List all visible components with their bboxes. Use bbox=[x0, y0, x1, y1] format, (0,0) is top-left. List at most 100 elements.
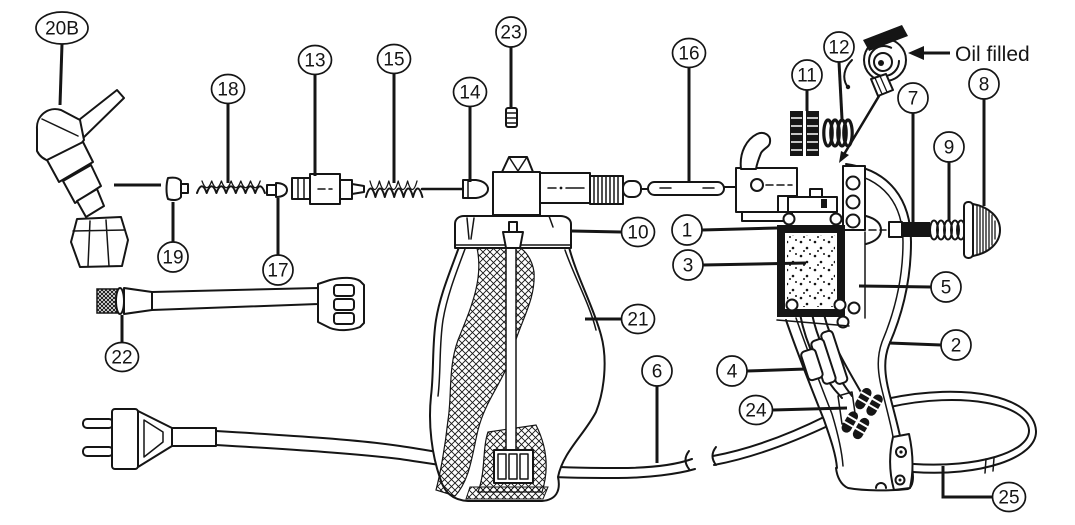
callout-bubble-1 bbox=[671, 214, 703, 246]
callout-bubble-7 bbox=[897, 82, 929, 114]
callout-number-16: 16 bbox=[678, 44, 699, 65]
callout-bubble-13 bbox=[297, 44, 333, 76]
adjuster-shaft bbox=[902, 222, 930, 237]
callout-leader-1 bbox=[701, 226, 778, 232]
callout-number-17: 17 bbox=[267, 261, 288, 282]
callout-bubble-9 bbox=[933, 131, 965, 163]
callout-number-10: 10 bbox=[627, 223, 648, 244]
filter-box bbox=[493, 449, 534, 484]
callout-leader-10 bbox=[571, 229, 622, 234]
callout-22: 22 bbox=[104, 315, 140, 373]
callout-19: 19 bbox=[157, 202, 189, 273]
callout-leader-12 bbox=[837, 61, 844, 120]
solenoid-coil bbox=[787, 235, 835, 307]
suction-tube bbox=[505, 247, 517, 451]
callout-bubble-22 bbox=[104, 341, 140, 373]
callout-bubble-4 bbox=[716, 355, 748, 387]
needle-valve-row bbox=[114, 176, 288, 202]
callout-12: 12 bbox=[823, 31, 855, 120]
callout-bubble-21 bbox=[620, 303, 656, 335]
callout-2: 2 bbox=[888, 329, 972, 361]
power-plug-and-cord bbox=[82, 408, 833, 479]
callout-bubble-19 bbox=[157, 241, 189, 273]
handle-front bbox=[785, 319, 838, 469]
needle-14 bbox=[420, 179, 489, 199]
callout-bubble-8 bbox=[968, 68, 1000, 100]
callout-10: 10 bbox=[571, 216, 656, 248]
callout-7: 7 bbox=[897, 82, 929, 222]
callout-number-2: 2 bbox=[951, 336, 962, 357]
valve-cap bbox=[165, 176, 182, 202]
callout-21: 21 bbox=[585, 303, 656, 335]
callout-number-12: 12 bbox=[828, 38, 849, 59]
callout-number-22: 22 bbox=[111, 348, 132, 369]
outer-shell bbox=[845, 163, 912, 465]
set-screw-23 bbox=[505, 107, 518, 128]
callout-15: 15 bbox=[376, 43, 412, 183]
return-spring-15 bbox=[365, 180, 424, 198]
hang-loop bbox=[885, 390, 1038, 474]
callout-13: 13 bbox=[297, 44, 333, 176]
pump-body bbox=[492, 156, 642, 216]
callout-number-4: 4 bbox=[727, 362, 738, 383]
callout-number-8: 8 bbox=[979, 75, 990, 96]
callout-bubble-17 bbox=[262, 254, 294, 286]
rear-strip bbox=[889, 433, 914, 491]
callout-number-5: 5 bbox=[941, 278, 952, 299]
callout-number-23: 23 bbox=[500, 23, 521, 44]
paint-container bbox=[429, 246, 606, 502]
callout-number-19: 19 bbox=[162, 248, 183, 269]
spray-head-20b bbox=[35, 89, 129, 268]
callout-bubble-16 bbox=[671, 37, 707, 69]
callout-14: 14 bbox=[452, 76, 488, 182]
valve-plug bbox=[266, 184, 277, 196]
callout-9: 9 bbox=[933, 131, 965, 221]
wire-connectors bbox=[841, 388, 883, 440]
callout-leader-4 bbox=[746, 367, 807, 373]
trigger-hook bbox=[739, 132, 772, 170]
callout-number-11: 11 bbox=[797, 66, 817, 87]
callout-number-9: 9 bbox=[944, 138, 955, 159]
switch-knob bbox=[800, 329, 849, 385]
callout-3: 3 bbox=[672, 249, 807, 281]
callout-bubble-24 bbox=[738, 394, 774, 426]
callout-5: 5 bbox=[858, 271, 962, 303]
callout-bubble-3 bbox=[672, 249, 704, 281]
callout-number-15: 15 bbox=[383, 50, 404, 71]
callout-17: 17 bbox=[262, 198, 294, 286]
valve-body-13 bbox=[291, 173, 365, 205]
callout-bubble-25 bbox=[991, 481, 1027, 513]
callout-leader-3 bbox=[702, 261, 807, 267]
callout-bubble-5 bbox=[930, 271, 962, 303]
callout-number-13: 13 bbox=[304, 51, 325, 72]
handle-shoe bbox=[835, 467, 914, 492]
container-lid bbox=[454, 215, 572, 249]
callout-bubble-15 bbox=[376, 43, 412, 75]
oil-filled-label: Oil filled bbox=[955, 43, 1030, 66]
callout-number-6: 6 bbox=[652, 362, 663, 383]
callout-number-3: 3 bbox=[683, 256, 694, 277]
callout-number-20B: 20B bbox=[45, 19, 79, 40]
callout-4: 4 bbox=[716, 355, 807, 387]
callout-leader-2 bbox=[888, 341, 942, 347]
callout-20B: 20B bbox=[35, 11, 89, 106]
callout-6: 6 bbox=[641, 355, 673, 463]
callout-25: 25 bbox=[941, 466, 1027, 513]
link-rod-16 bbox=[640, 181, 737, 196]
callout-number-7: 7 bbox=[908, 89, 919, 110]
callout-leader-25 bbox=[941, 466, 992, 499]
callout-1: 1 bbox=[671, 214, 778, 246]
trigger-plate bbox=[735, 167, 798, 213]
callout-8: 8 bbox=[968, 68, 1000, 206]
oil-filled-arrow bbox=[908, 46, 924, 60]
callout-24: 24 bbox=[738, 394, 848, 426]
oil-filled-capacitor bbox=[839, 25, 908, 163]
callout-leader-24 bbox=[772, 406, 848, 412]
callout-18: 18 bbox=[210, 73, 246, 183]
callout-bubble-23 bbox=[495, 16, 527, 48]
callout-23: 23 bbox=[495, 16, 527, 107]
oil-filled-annotation: Oil filled bbox=[908, 43, 1030, 66]
callout-number-24: 24 bbox=[745, 401, 767, 422]
